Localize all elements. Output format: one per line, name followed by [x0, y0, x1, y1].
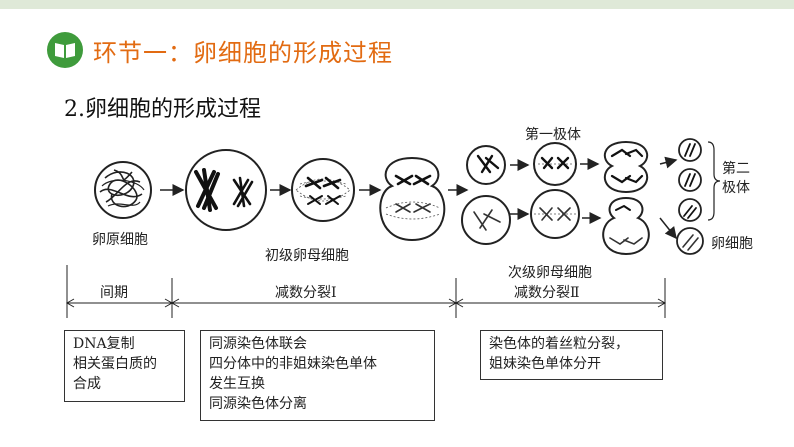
box-line: 合成	[73, 376, 101, 392]
section-header: 环节一：卵细胞的形成过程	[47, 32, 393, 68]
polar-body-anaphase	[603, 140, 649, 194]
interphase-box: DNA复制 相关蛋白质的 合成	[64, 330, 185, 402]
meiosis1-label: 减数分裂Ⅰ	[275, 285, 337, 301]
first-polar-body-cell	[466, 145, 506, 185]
first-polar-body-label: 第一极体	[525, 127, 581, 143]
meiosis1-box: 同源染色体联会 四分体中的非姐妹染色单体 发生互换 同源染色体分离	[200, 330, 435, 421]
header-title: 环节一：卵细胞的形成过程	[93, 38, 393, 67]
box-line: 姐妹染色单体分开	[489, 356, 601, 372]
box-line: 四分体中的非姐妹染色单体	[209, 356, 377, 372]
oogonium-label: 卵原细胞	[92, 232, 148, 248]
interphase-label: 间期	[100, 285, 128, 301]
book-icon	[47, 32, 83, 68]
top-accent-bar	[0, 0, 794, 9]
meiosis2-label: 减数分裂Ⅱ	[514, 285, 580, 301]
brace	[707, 141, 721, 221]
secondary-oocyte-cell	[461, 195, 511, 245]
box-line: 同源染色体联会	[209, 336, 307, 352]
timeline	[65, 265, 667, 318]
box-line: 染色体的着丝粒分裂，	[489, 336, 629, 352]
oogonium-cell	[94, 161, 152, 219]
second-polar-body-3	[678, 198, 702, 222]
primary-oocyte-prophase	[185, 149, 267, 231]
secondary-oocyte-label: 次级卵母细胞	[508, 265, 592, 281]
meiosis2-box: 染色体的着丝粒分裂， 姐妹染色单体分开	[480, 330, 663, 380]
secondary-oocyte-anaphase	[602, 196, 650, 256]
second-polar-body-1	[678, 138, 702, 162]
egg-cell	[676, 227, 704, 255]
box-line: 同源染色体分离	[209, 396, 307, 412]
polar-body-metaphase	[533, 142, 577, 186]
secondary-oocyte-metaphase	[530, 189, 580, 239]
section-title: 2.卵细胞的形成过程	[64, 97, 261, 122]
egg-label: 卵细胞	[711, 236, 753, 252]
box-line: 相关蛋白质的	[73, 356, 157, 372]
primary-oocyte-anaphase	[379, 156, 446, 242]
primary-oocyte-metaphase	[291, 158, 355, 222]
box-line: 发生互换	[209, 376, 265, 392]
box-line: DNA复制	[73, 336, 135, 352]
arrow	[659, 217, 677, 240]
arrow	[659, 156, 678, 169]
second-polar-body-2	[678, 168, 702, 192]
primary-oocyte-label: 初级卵母细胞	[265, 248, 349, 264]
second-polar-body-label: 第二 极体	[722, 161, 750, 196]
